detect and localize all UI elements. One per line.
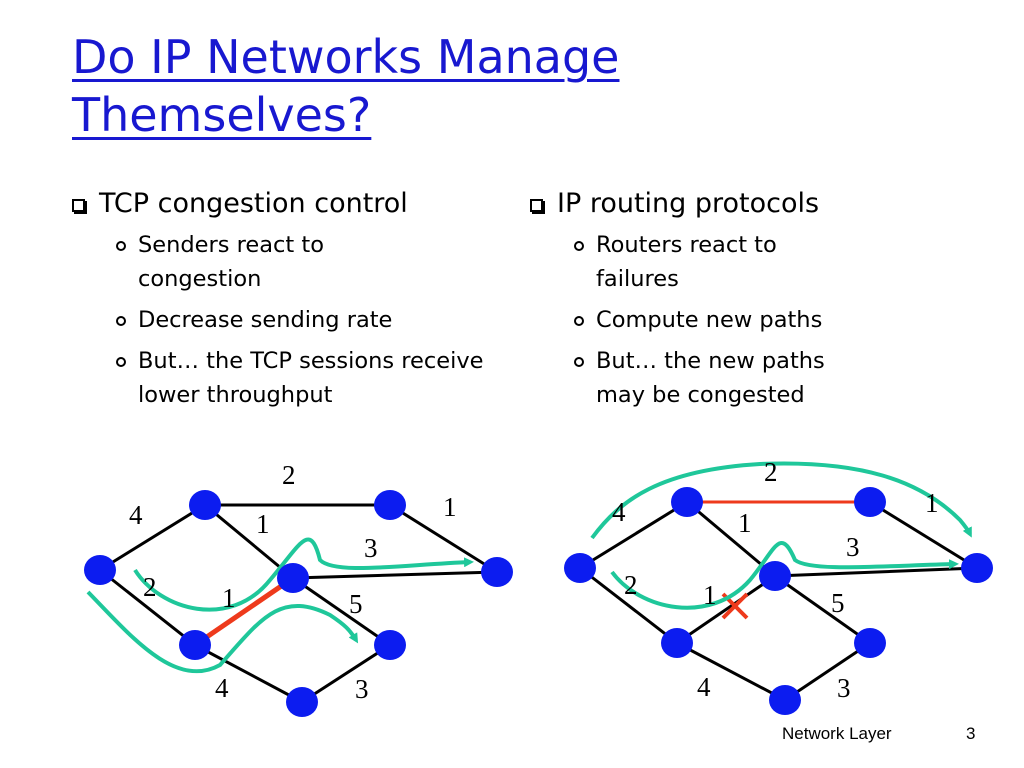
link [579,566,678,645]
router-node [84,555,116,585]
list-item: Compute new paths [574,303,950,337]
link [204,503,294,580]
ring-bullet-icon [574,241,584,251]
router-node [189,490,221,520]
link-weight: 4 [697,672,711,702]
flow-arrow [610,541,959,610]
link-weight: 2 [764,457,778,487]
list-item: Senders react to congestion [116,228,512,296]
left-nodes [84,490,513,717]
link-weight: 4 [215,673,229,703]
link-weight: 1 [256,509,270,539]
router-node [961,553,993,583]
footer-section-label: Network Layer [782,724,892,743]
ring-bullet-icon [574,316,584,326]
link [292,576,391,647]
link-weight: 3 [355,674,369,704]
right-nodes [564,487,993,715]
link [784,641,871,702]
router-node [564,553,596,583]
router-node [759,561,791,591]
link-weight: 2 [143,572,157,602]
link [676,574,776,645]
router-node [661,628,693,658]
right-weights: 2 4 1 1 3 2 1 5 4 3 [612,457,939,703]
flow-arrow [590,461,972,540]
router-node [277,563,309,593]
link [99,568,196,647]
left-column: TCP congestion control Senders react to … [72,186,512,419]
tcp-subitems: Senders react to congestion Decrease sen… [116,228,512,412]
slide-title: Do IP Networks Manage Themselves? [72,30,620,142]
router-node [179,630,211,660]
right-network: 2 4 1 1 3 2 1 5 4 3 [564,457,993,715]
router-node [286,687,318,717]
left-weights: 2 4 1 1 3 2 1 5 4 3 [129,460,457,704]
link [579,500,688,570]
list-item: But… the new paths may be congested [574,344,950,412]
routing-subitems: Routers react to failures Compute new pa… [574,228,950,412]
link [774,574,871,645]
link-weight: 4 [129,500,143,530]
right-column: IP routing protocols Routers react to fa… [530,186,950,419]
link-weight: 4 [612,497,626,527]
router-node [854,487,886,517]
bullet-tcp: TCP congestion control [72,186,512,222]
link-weight: 3 [846,532,860,562]
router-node [671,487,703,517]
left-links [99,503,498,704]
checkbox-bullet-icon [530,199,543,212]
link [292,570,498,580]
bullet-ip-routing: IP routing protocols [530,186,950,222]
link [99,503,206,572]
link [774,566,978,578]
link-weight: 1 [222,583,236,613]
ring-bullet-icon [116,357,126,367]
list-item: Decrease sending rate [116,303,512,337]
right-flows [590,461,972,610]
link-weight: 1 [703,580,717,610]
link [676,641,786,702]
router-node [374,490,406,520]
link-weight: 3 [837,673,851,703]
congested-link [193,575,295,648]
link-weight: 3 [364,533,378,563]
link-weight: 1 [738,508,752,538]
link-weight: 1 [443,492,457,522]
right-links [579,500,978,702]
link-weight: 2 [282,460,296,490]
link-weight: 5 [831,588,845,618]
ring-bullet-icon [574,357,584,367]
router-node [481,557,513,587]
left-network: 2 4 1 1 3 2 1 5 4 3 [84,460,513,717]
link [194,643,303,704]
link [301,643,391,704]
page-number: 3 [966,724,976,743]
flow-arrow [133,537,474,612]
link-weight: 5 [349,589,363,619]
link [389,503,498,574]
ring-bullet-icon [116,241,126,251]
router-node [374,630,406,660]
router-node [769,685,801,715]
list-item: Routers react to failures [574,228,950,296]
checkbox-bullet-icon [72,199,85,212]
ring-bullet-icon [116,316,126,326]
link [869,500,978,570]
flow-arrow [86,590,359,674]
router-node [854,628,886,658]
link-weight: 2 [624,570,638,600]
left-flows [86,537,474,674]
link-weight: 1 [925,488,939,518]
list-item: But… the TCP sessions receive lower thro… [116,344,512,412]
